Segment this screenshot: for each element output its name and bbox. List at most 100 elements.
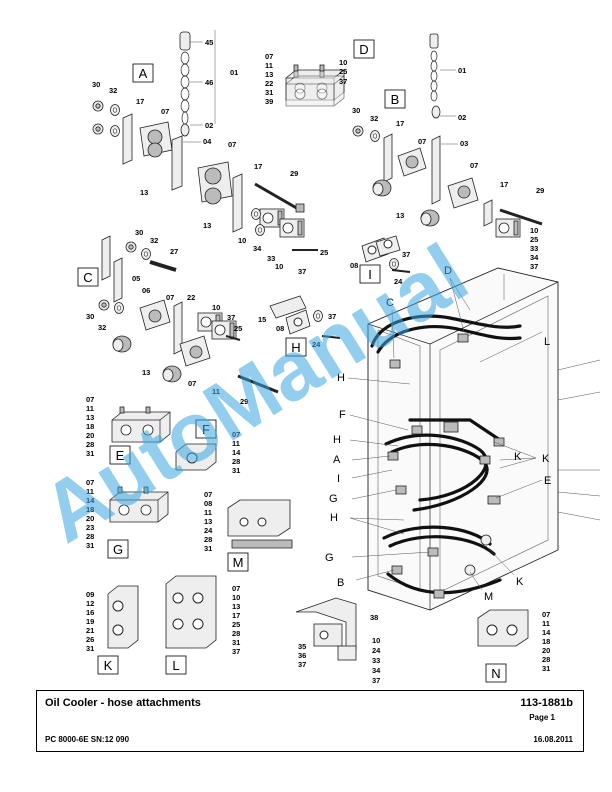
a-part-30: 30 — [92, 80, 100, 89]
group-d-label: D — [359, 42, 368, 57]
callout-i: I — [337, 473, 340, 485]
group-l-label: L — [172, 658, 179, 673]
d-right-2: 37 — [339, 77, 347, 86]
bracket-right-4: 37 — [372, 676, 380, 685]
b-part-29: 29 — [536, 186, 544, 195]
n-list-5: 28 — [542, 655, 550, 664]
m-list-6: 31 — [204, 544, 212, 553]
parts-drawing: A 45 01 46 02 30 32 17 07 13 04 07 13 — [26, 30, 601, 685]
k-list-6: 31 — [86, 644, 94, 653]
b-part-07b: 07 — [470, 161, 478, 170]
bracket-left-2: 37 — [298, 660, 306, 669]
m-list-0: 07 — [204, 490, 212, 499]
g-list-4: 20 — [86, 514, 94, 523]
group-f: F 07 11 14 28 31 — [175, 419, 241, 475]
page-number: Page 1 — [529, 713, 555, 722]
bracket-right-1: 24 — [372, 646, 381, 655]
d-left-4: 31 — [265, 88, 273, 97]
c-part-32: 32 — [150, 236, 158, 245]
callout-a: A — [333, 454, 341, 466]
l-list-1: 10 — [232, 593, 240, 602]
group-c: C 30 32 27 05 06 07 22 30 32 13 07 11 29… — [77, 228, 279, 406]
a-part-01: 01 — [230, 68, 238, 77]
c-part-11: 11 — [212, 387, 220, 396]
a-part-45: 45 — [205, 38, 213, 47]
l-list-2: 13 — [232, 602, 240, 611]
m-list-3: 13 — [204, 517, 212, 526]
group-i-box — [359, 264, 381, 284]
g-list-3: 18 — [86, 505, 94, 514]
group-b-label: B — [391, 92, 400, 107]
n-list-0: 07 — [542, 610, 550, 619]
b-part-17b: 17 — [500, 180, 508, 189]
group-m: M 07 08 11 13 24 28 31 — [204, 490, 293, 572]
n-list-3: 18 — [542, 637, 550, 646]
group-c-label: C — [83, 270, 92, 285]
callout-m: M — [484, 591, 493, 603]
bracket-right-0: 10 — [372, 636, 380, 645]
b-part-37: 37 — [530, 262, 538, 271]
bracket-top-38: 38 — [370, 613, 378, 622]
e-list-4: 20 — [86, 431, 94, 440]
callout-e: E — [544, 475, 551, 487]
group-b-box — [384, 89, 406, 109]
f-list-2: 14 — [232, 448, 241, 457]
document-number: 113-1881b — [520, 697, 573, 709]
c-part-05: 05 — [132, 274, 140, 283]
group-g-label: G — [113, 542, 123, 557]
m-list-4: 24 — [204, 526, 213, 535]
group-a: A 45 01 46 02 30 32 17 07 13 04 07 13 — [92, 30, 328, 276]
model-serial: PC 8000-6E SN:12 090 — [45, 735, 130, 744]
c-part-06: 06 — [142, 286, 150, 295]
callout-k-2: K — [514, 451, 522, 463]
group-a-box — [132, 63, 154, 83]
e-list-6: 31 — [86, 449, 94, 458]
cmid-part-25: 25 — [234, 324, 242, 333]
k-list-3: 19 — [86, 617, 94, 626]
group-b: B 01 02 30 32 17 07 03 13 07 17 29 10 25… — [352, 33, 544, 271]
g-list-0: 07 — [86, 478, 94, 487]
f-list-1: 11 — [232, 439, 240, 448]
group-k-box — [97, 655, 119, 675]
i-part-08: 08 — [350, 261, 358, 270]
e-list-1: 11 — [86, 404, 94, 413]
g-list-1: 11 — [86, 487, 94, 496]
k-list-4: 21 — [86, 626, 94, 635]
c-part-07: 07 — [166, 293, 174, 302]
c-part-32b: 32 — [98, 323, 106, 332]
title-block: Oil Cooler - hose attachments 113-1881b … — [36, 690, 584, 752]
callout-h-2: H — [333, 434, 341, 446]
a-part-13: 13 — [140, 188, 148, 197]
group-l-box — [165, 655, 187, 675]
i-part-37: 37 — [402, 250, 410, 259]
c-part-30b: 30 — [86, 312, 94, 321]
c-part-27: 27 — [170, 247, 178, 256]
e-list-3: 18 — [86, 422, 94, 431]
n-list-4: 20 — [542, 646, 550, 655]
h-part-08: 08 — [276, 324, 284, 333]
e-list-5: 28 — [86, 440, 94, 449]
oil-cooler-frame — [367, 267, 601, 611]
cmid-part-10: 10 — [212, 303, 220, 312]
amid-part-10: 10 — [238, 236, 246, 245]
a-part-04: 04 — [203, 137, 212, 146]
group-k-label: K — [104, 658, 113, 673]
group-l: L 07 10 13 17 25 28 31 37 — [165, 575, 240, 675]
n-list-1: 11 — [542, 619, 550, 628]
callout-f: F — [339, 409, 346, 421]
a-part-17: 17 — [136, 97, 144, 106]
group-i-label: I — [368, 267, 372, 282]
b-part-02: 02 — [458, 113, 466, 122]
group-d-box — [353, 39, 375, 59]
f-list-4: 31 — [232, 466, 240, 475]
b-part-32: 32 — [370, 114, 378, 123]
a-part-02: 02 — [205, 121, 213, 130]
group-e-label: E — [116, 448, 125, 463]
group-g-box — [107, 539, 129, 559]
b-part-34: 34 — [530, 253, 539, 262]
g-list-2: 14 — [86, 496, 95, 505]
a-part-46: 46 — [205, 78, 213, 87]
c-part-22: 22 — [187, 293, 195, 302]
m-list-2: 11 — [204, 508, 212, 517]
b-part-17: 17 — [396, 119, 404, 128]
